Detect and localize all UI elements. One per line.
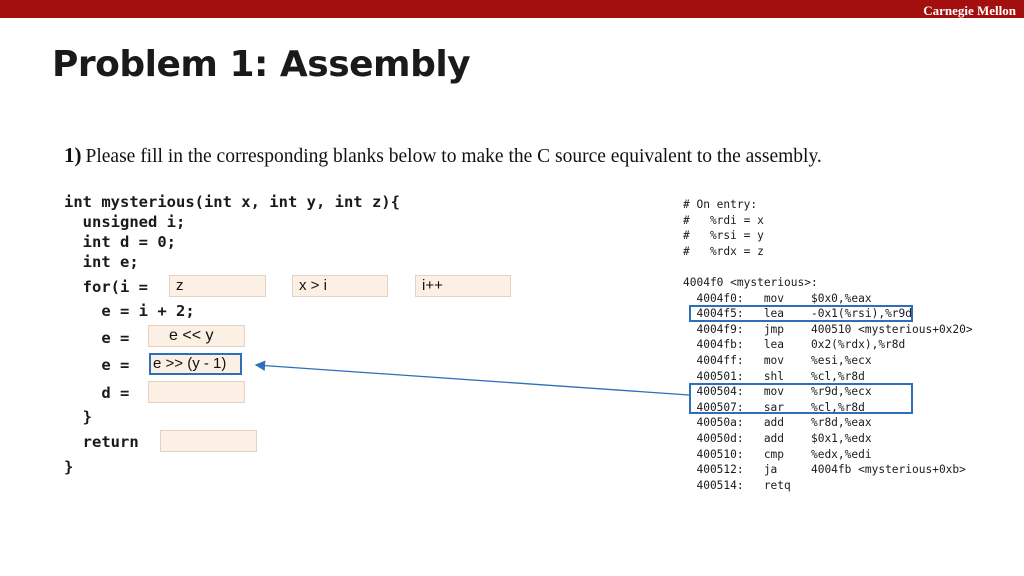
- blank-e-assign-2[interactable]: e >> (y - 1): [149, 353, 242, 375]
- blank-for-init[interactable]: z: [169, 275, 266, 297]
- asm-line: 400514: retq: [683, 478, 791, 492]
- asm-line: # %rdx = z: [683, 244, 764, 258]
- asm-line: 400512: ja 4004fb <mysterious+0xb>: [683, 463, 966, 477]
- asm-line: 40050d: add $0x1,%edx: [683, 431, 872, 445]
- asm-line: 4004fb: lea 0x2(%rdx),%r8d: [683, 338, 906, 352]
- assembly-listing: # On entry: # %rdi = x # %rsi = y # %rdx…: [683, 197, 973, 493]
- asm-line: 4004f9: jmp 400510 <mysterious+0x20>: [683, 322, 973, 336]
- blank-for-increment[interactable]: i++: [415, 275, 511, 297]
- top-bar: [0, 0, 1024, 18]
- question-text: Please fill in the corresponding blanks …: [85, 146, 822, 167]
- asm-line: 4004f0 <mysterious>:: [683, 275, 818, 289]
- slide-title: Problem 1: Assembly: [52, 44, 471, 85]
- asm-line: 4004f5: lea -0x1(%rsi),%r9d: [683, 307, 913, 321]
- blank-e-assign-1[interactable]: e << y: [148, 325, 245, 347]
- asm-line: # %rsi = y: [683, 229, 764, 243]
- question: 1)Please fill in the corresponding blank…: [64, 143, 822, 168]
- code-line-int-d: int d = 0;: [64, 233, 176, 251]
- code-line-signature: int mysterious(int x, int y, int z){: [64, 193, 400, 211]
- asm-line: # On entry:: [683, 198, 758, 211]
- code-line-int-e: int e;: [64, 253, 139, 271]
- brand-label: Carnegie Mellon: [923, 3, 1016, 18]
- asm-line: 400504: mov %r9d,%ecx: [683, 385, 872, 399]
- code-line-unsigned: unsigned i;: [64, 213, 186, 231]
- asm-line: 4004f0: mov $0x0,%eax: [683, 291, 872, 305]
- asm-line: 40050a: add %r8d,%eax: [683, 416, 872, 430]
- asm-line: 400501: shl %cl,%r8d: [683, 369, 865, 383]
- question-number: 1): [64, 143, 82, 167]
- asm-highlight-lea: [689, 305, 913, 322]
- asm-line: 400507: sar %cl,%r8d: [683, 400, 865, 414]
- code-line-close-func: }: [64, 458, 74, 476]
- asm-line: 4004ff: mov %esi,%ecx: [683, 353, 872, 367]
- code-line-e-i-plus-2: e = i + 2;: [64, 302, 195, 320]
- blank-for-condition[interactable]: x > i: [292, 275, 388, 297]
- asm-line: # %rdi = x: [683, 213, 764, 227]
- asm-line: 400510: cmp %edx,%edi: [683, 447, 872, 461]
- blank-d-assign[interactable]: [148, 381, 245, 403]
- code-line-close-loop: }: [64, 408, 92, 426]
- asm-highlight-mov-sar: [689, 383, 913, 414]
- blank-return-value[interactable]: [160, 430, 257, 452]
